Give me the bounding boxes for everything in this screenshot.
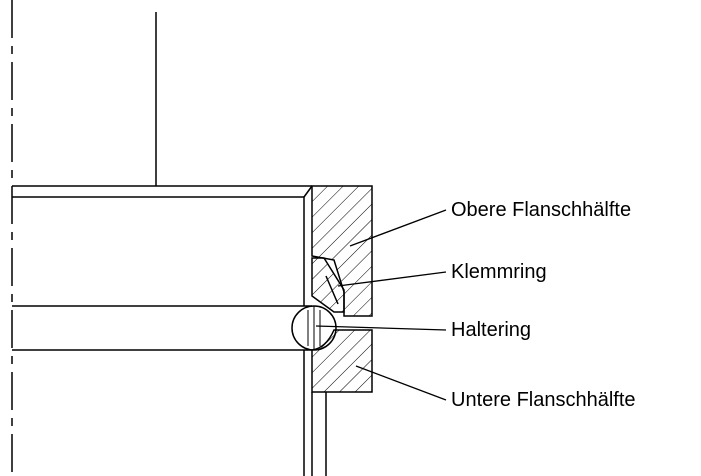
lower-flange-half <box>311 329 373 393</box>
label-clamp-ring: Klemmring <box>451 261 547 283</box>
label-upper-flange-half: Obere Flanschhälfte <box>451 199 632 221</box>
leader-lines <box>315 209 447 401</box>
label-lower-flange-half: Untere Flanschhälfte <box>451 389 636 411</box>
leader-retaining-ring <box>315 325 447 331</box>
leader-lower-flange <box>355 365 447 401</box>
clamp-ring <box>311 257 345 313</box>
pipe-body <box>12 185 313 476</box>
leader-clamp-ring <box>337 271 447 287</box>
lower-pipe-wall <box>311 392 327 476</box>
label-retaining-ring: Haltering <box>451 319 532 341</box>
leader-upper-flange <box>349 209 447 247</box>
